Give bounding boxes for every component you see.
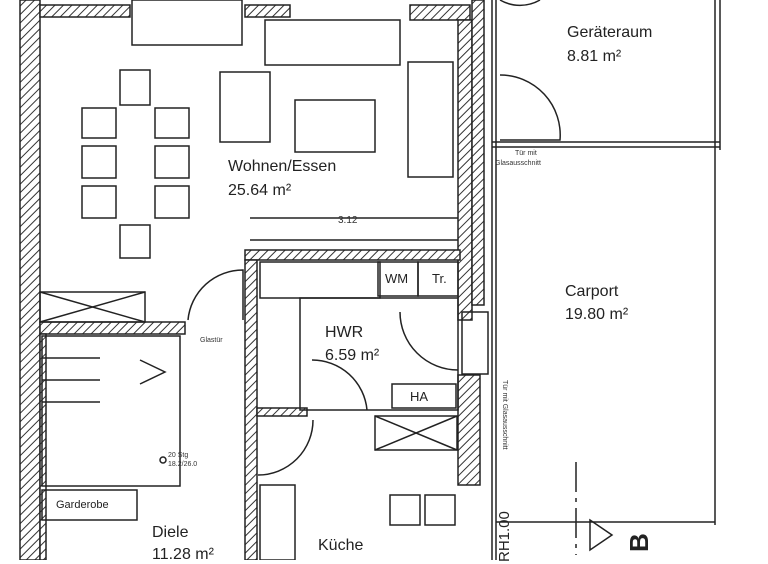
walls xyxy=(19,0,485,560)
room-area-diele: 11.28 m² xyxy=(152,546,214,563)
glass-door-note: Glastür xyxy=(200,337,223,344)
section-marker: B xyxy=(624,533,654,552)
door-note-side: Tür mit Glasausschnitt xyxy=(501,380,508,450)
dimension-label: 3.12 xyxy=(338,215,358,226)
dryer-label: Tr. xyxy=(432,271,447,286)
room-name-diele: Diele xyxy=(152,524,189,541)
room-area-carport: 19.80 m² xyxy=(565,306,629,323)
door-note-2: Glasausschnitt xyxy=(495,160,541,167)
room-name-wohnen: Wohnen/Essen xyxy=(228,158,337,175)
stairs-count: 20 Stg xyxy=(168,452,189,459)
room-area-wohnen: 25.64 m² xyxy=(228,182,292,199)
room-name-geraeteraum: Geräteraum xyxy=(567,24,653,41)
room-name-kueche: Küche xyxy=(318,537,364,554)
ha-label: HA xyxy=(410,389,429,404)
thin-lines xyxy=(39,0,721,560)
door-note-1: Tür mit xyxy=(515,150,537,157)
room-name-carport: Carport xyxy=(565,283,619,300)
room-area-hwr: 6.59 m² xyxy=(325,347,380,364)
washer-label: WM xyxy=(385,271,409,286)
room-area-geraeteraum: 8.81 m² xyxy=(567,48,622,65)
rh-label: RH1.00 xyxy=(496,511,513,562)
room-name-hwr: HWR xyxy=(325,324,364,341)
stairs-ratio: 18.2/26.0 xyxy=(168,461,198,468)
wardrobe-label: Garderobe xyxy=(56,499,109,511)
